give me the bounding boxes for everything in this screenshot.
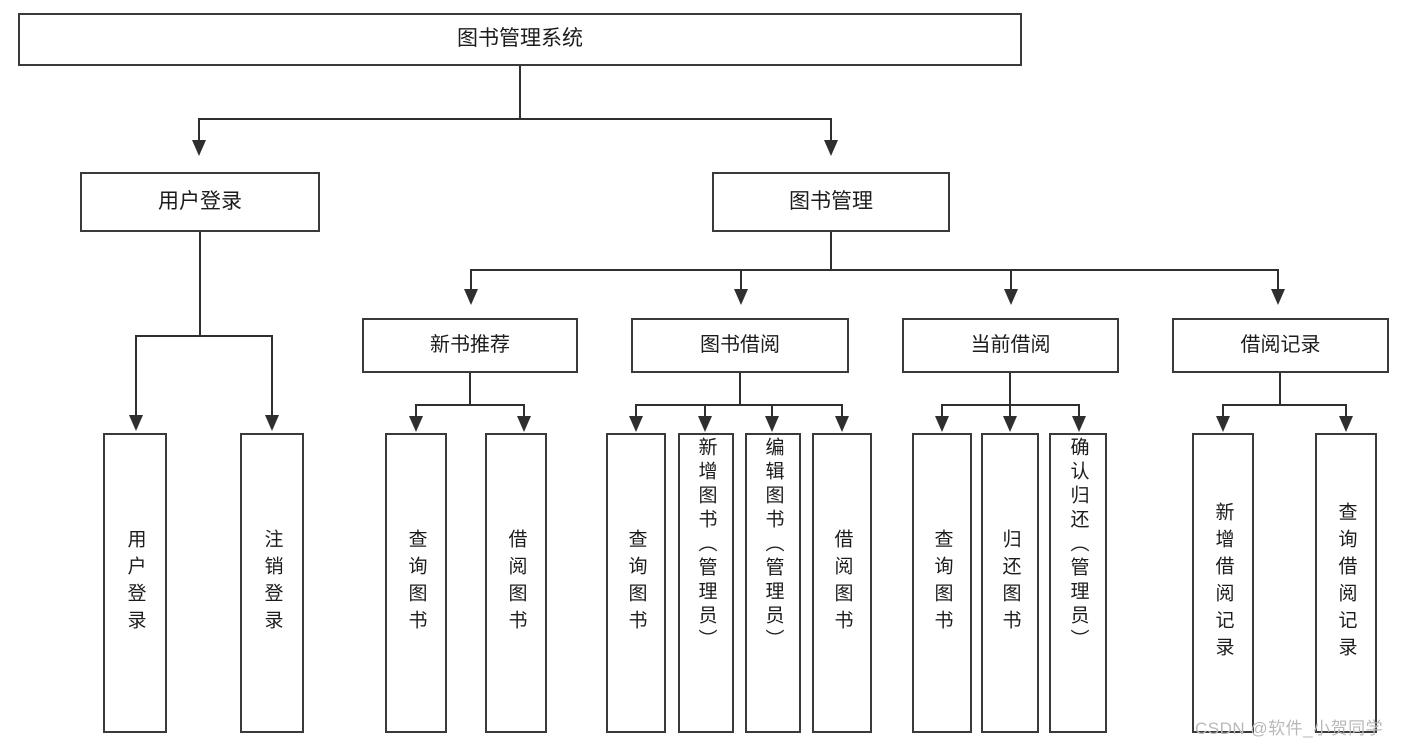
arrowhead-borrowrecord-1 (1216, 416, 1230, 432)
connector-bookborrow-drop-4 (841, 404, 843, 418)
connector-bookborrow-stem (739, 373, 741, 405)
leaf-label: 查询图书 (405, 529, 427, 637)
leaf-currentborrow-query-book[interactable]: 查询图书 (912, 433, 972, 733)
arrowhead-to-borrow-record (1271, 289, 1285, 305)
arrowhead-currentborrow-2 (1003, 416, 1017, 432)
connector-newbook-bar (415, 404, 525, 406)
connector-root-bar (198, 118, 832, 120)
node-root-system[interactable]: 图书管理系统 (18, 13, 1022, 66)
connector-userlogin-drop-1 (135, 335, 137, 417)
arrowhead-bookborrow-3 (765, 416, 779, 432)
leaf-label: 新增图书（管理员） (695, 437, 717, 653)
arrowhead-userlogin-1 (129, 415, 143, 431)
connector-userlogin-bar (135, 335, 273, 337)
leaf-bookborrow-add-book-admin[interactable]: 新增图书（管理员） (678, 433, 734, 733)
connector-currentborrow-drop-3 (1078, 404, 1080, 418)
arrowhead-bookborrow-1 (629, 416, 643, 432)
connector-bookmgmt-drop-3 (1010, 269, 1012, 291)
arrowhead-to-new-book (464, 289, 478, 305)
node-user-login[interactable]: 用户登录 (80, 172, 320, 232)
connector-bookborrow-drop-3 (771, 404, 773, 418)
connector-borrowrecord-bar (1222, 404, 1347, 406)
leaf-currentborrow-return-book[interactable]: 归还图书 (981, 433, 1039, 733)
connector-bookborrow-drop-1 (635, 404, 637, 418)
leaf-newbook-query-book[interactable]: 查询图书 (385, 433, 447, 733)
connector-bookmgmt-bar (470, 269, 1278, 271)
node-label: 图书管理 (789, 189, 873, 213)
connector-root-drop-left (198, 118, 200, 142)
connector-bookmgmt-drop-2 (740, 269, 742, 291)
arrowhead-userlogin-2 (265, 415, 279, 431)
node-borrow-record[interactable]: 借阅记录 (1172, 318, 1389, 373)
connector-newbook-stem (469, 373, 471, 405)
connector-borrowrecord-drop-2 (1345, 404, 1347, 418)
leaf-currentborrow-confirm-return-admin[interactable]: 确认归还（管理员） (1049, 433, 1107, 733)
connector-borrowrecord-stem (1279, 373, 1281, 405)
connector-newbook-drop-2 (523, 404, 525, 418)
connector-borrowrecord-drop-1 (1222, 404, 1224, 418)
leaf-borrowrecord-add-record[interactable]: 新增借阅记录 (1192, 433, 1254, 733)
node-book-management[interactable]: 图书管理 (712, 172, 950, 232)
connector-userlogin-stem (199, 232, 201, 336)
leaf-user-login-logout[interactable]: 注销登录 (240, 433, 304, 733)
leaf-label: 归还图书 (999, 529, 1021, 637)
connector-bookborrow-drop-2 (704, 404, 706, 418)
node-label: 用户登录 (158, 189, 242, 213)
leaf-user-login-login[interactable]: 用户登录 (103, 433, 167, 733)
connector-currentborrow-drop-2 (1009, 404, 1011, 418)
arrowhead-to-book-manage (824, 140, 838, 156)
arrowhead-currentborrow-3 (1072, 416, 1086, 432)
node-label: 借阅记录 (1240, 334, 1321, 356)
arrowhead-newbook-2 (517, 416, 531, 432)
leaf-label: 借阅图书 (505, 529, 527, 637)
node-new-book-recommend[interactable]: 新书推荐 (362, 318, 578, 373)
leaf-label: 用户登录 (124, 529, 146, 637)
connector-currentborrow-stem (1009, 373, 1011, 405)
connector-bookmgmt-stem (830, 232, 832, 270)
arrowhead-to-book-borrow (734, 289, 748, 305)
leaf-bookborrow-query-book[interactable]: 查询图书 (606, 433, 666, 733)
connector-root-stem (519, 66, 521, 119)
leaf-label: 查询图书 (625, 529, 647, 637)
leaf-borrowrecord-query-record[interactable]: 查询借阅记录 (1315, 433, 1377, 733)
connector-bookborrow-bar (635, 404, 843, 406)
connector-newbook-drop-1 (415, 404, 417, 418)
arrowhead-borrowrecord-2 (1339, 416, 1353, 432)
node-label: 图书管理系统 (457, 27, 583, 51)
leaf-bookborrow-borrow-book[interactable]: 借阅图书 (812, 433, 872, 733)
leaf-label: 确认归还（管理员） (1067, 437, 1089, 653)
node-label: 图书借阅 (700, 334, 780, 356)
leaf-label: 新增借阅记录 (1212, 502, 1234, 664)
arrowhead-to-current-borrow (1004, 289, 1018, 305)
connector-userlogin-drop-2 (271, 335, 273, 417)
leaf-bookborrow-edit-book-admin[interactable]: 编辑图书（管理员） (745, 433, 801, 733)
leaf-label: 借阅图书 (831, 529, 853, 637)
arrowhead-newbook-1 (409, 416, 423, 432)
leaf-label: 查询图书 (931, 529, 953, 637)
node-label: 当前借阅 (970, 334, 1051, 356)
leaf-newbook-borrow-book[interactable]: 借阅图书 (485, 433, 547, 733)
arrowhead-to-user-login (192, 140, 206, 156)
arrowhead-bookborrow-2 (698, 416, 712, 432)
arrowhead-bookborrow-4 (835, 416, 849, 432)
arrowhead-currentborrow-1 (935, 416, 949, 432)
connector-bookmgmt-drop-4 (1277, 269, 1279, 291)
connector-bookmgmt-drop-1 (470, 269, 472, 291)
connector-currentborrow-drop-1 (941, 404, 943, 418)
node-book-borrow[interactable]: 图书借阅 (631, 318, 849, 373)
connector-root-drop-right (830, 118, 832, 142)
node-label: 新书推荐 (430, 334, 510, 356)
leaf-label: 注销登录 (261, 529, 283, 637)
leaf-label: 查询借阅记录 (1335, 502, 1357, 664)
node-current-borrow[interactable]: 当前借阅 (902, 318, 1119, 373)
leaf-label: 编辑图书（管理员） (762, 437, 784, 653)
